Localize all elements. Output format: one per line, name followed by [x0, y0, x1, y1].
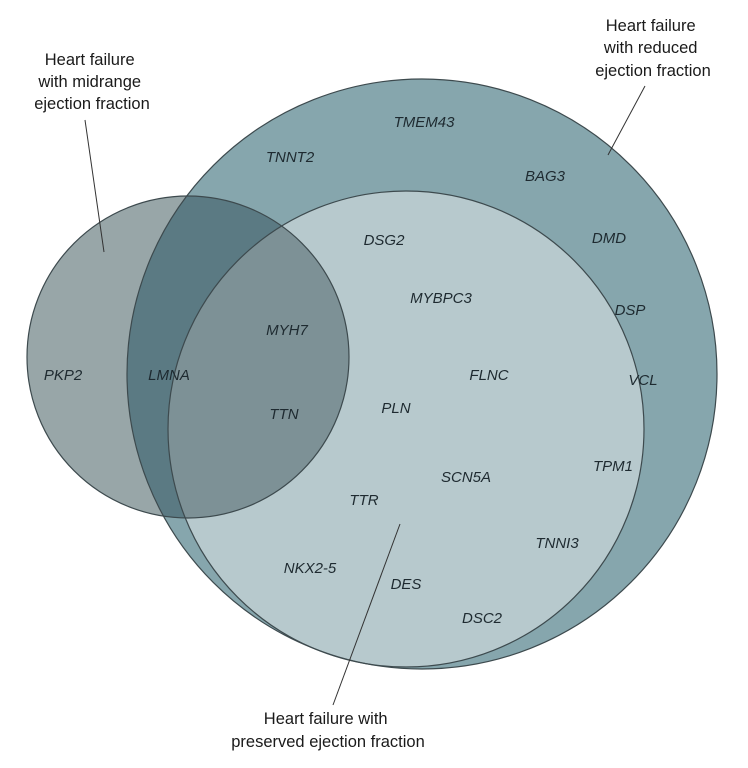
gene-ttr: TTR: [349, 492, 378, 509]
hfmref-hfref-overlap: [127, 196, 349, 518]
hfpef-label: Heart failure with preserved ejection fr…: [231, 710, 425, 751]
gene-tnni3: TNNI3: [535, 535, 579, 552]
gene-tnnt2: TNNT2: [266, 149, 315, 166]
gene-dmd: DMD: [592, 230, 626, 247]
gene-bag3: BAG3: [525, 168, 566, 185]
hfmref-label: Heart failure with midrange ejection fra…: [34, 51, 150, 113]
hfref-label: Heart failure with reduced ejection frac…: [595, 17, 711, 80]
gene-pln: PLN: [381, 400, 410, 417]
gene-tmem43: TMEM43: [394, 114, 456, 131]
all-three-overlap: [168, 196, 349, 518]
gene-flnc: FLNC: [469, 367, 508, 384]
gene-nkx2-5: NKX2-5: [284, 560, 337, 577]
gene-pkp2: PKP2: [44, 367, 83, 384]
gene-ttn: TTN: [269, 406, 298, 423]
gene-myh7: MYH7: [266, 322, 308, 339]
gene-vcl: VCL: [628, 372, 657, 389]
gene-scn5a: SCN5A: [441, 469, 491, 486]
gene-lmna: LMNA: [148, 367, 190, 384]
gene-dsg2: DSG2: [364, 232, 406, 249]
gene-dsc2: DSC2: [462, 610, 503, 627]
circle-outlines: [26, 78, 718, 670]
gene-mybpc3: MYBPC3: [410, 290, 472, 307]
hfpef-leader-line: [332, 523, 401, 706]
gene-des: DES: [391, 576, 422, 593]
gene-tpm1: TPM1: [593, 458, 633, 475]
hfref-leader-line: [607, 85, 646, 156]
gene-dsp: DSP: [615, 302, 646, 319]
hfmref-leader-line: [84, 119, 105, 253]
